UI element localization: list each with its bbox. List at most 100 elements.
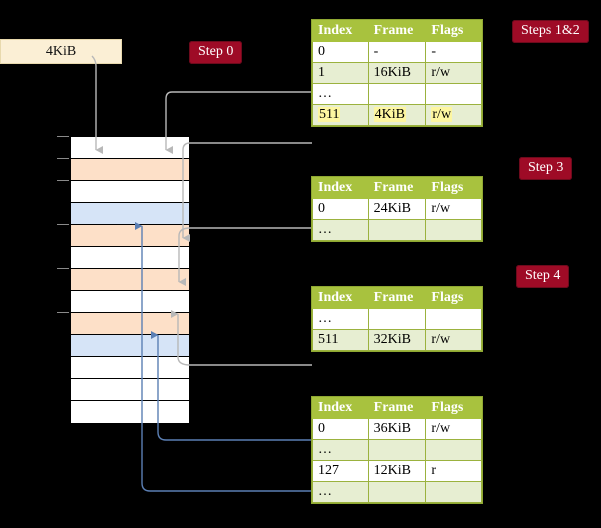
cell-frame: - bbox=[367, 41, 427, 63]
memory-frame-row bbox=[71, 203, 189, 225]
column-header-flags: Flags bbox=[425, 397, 482, 419]
column-header-frame: Frame bbox=[367, 287, 427, 309]
badge-step-3: Step 3 bbox=[519, 157, 573, 180]
memory-frame-row bbox=[71, 357, 189, 379]
column-header-frame: Frame bbox=[367, 177, 427, 199]
link-table1-row0-to-memory bbox=[178, 227, 312, 286]
cell-frame bbox=[367, 439, 427, 461]
table-header-row: Index Frame Flags bbox=[312, 20, 482, 42]
column-header-index: Index bbox=[312, 287, 369, 309]
table-header-row: Index Frame Flags bbox=[312, 397, 482, 419]
cell-flags: r/w bbox=[425, 418, 482, 440]
table-row: … bbox=[312, 481, 482, 503]
physical-memory-column bbox=[70, 136, 190, 424]
cell-index: 511 bbox=[312, 329, 369, 351]
memory-frame-row bbox=[71, 401, 189, 423]
column-header-index: Index bbox=[312, 397, 369, 419]
column-header-flags: Flags bbox=[425, 177, 482, 199]
cell-frame bbox=[367, 219, 427, 241]
mem-tick bbox=[57, 268, 69, 269]
cell-flags: r/w bbox=[425, 62, 482, 84]
cell-flags: r/w bbox=[425, 329, 482, 351]
cell-flags bbox=[425, 481, 482, 503]
cell-highlight: r/w bbox=[431, 107, 453, 122]
memory-frame-row bbox=[71, 159, 189, 181]
cell-frame: 24KiB bbox=[367, 198, 427, 220]
cell-index: 127 bbox=[312, 460, 369, 482]
memory-frame-row bbox=[71, 269, 189, 291]
cell-flags: r/w bbox=[425, 104, 482, 126]
cell-index: 0 bbox=[312, 41, 369, 63]
cell-flags bbox=[425, 83, 482, 105]
cell-frame bbox=[367, 308, 427, 330]
cell-frame bbox=[367, 83, 427, 105]
memory-frame-row bbox=[71, 225, 189, 247]
cell-index: … bbox=[312, 219, 369, 241]
cell-frame: 32KiB bbox=[367, 329, 427, 351]
column-header-flags: Flags bbox=[425, 20, 482, 42]
cell-index: … bbox=[312, 481, 369, 503]
column-header-index: Index bbox=[312, 177, 369, 199]
table-header-row: Index Frame Flags bbox=[312, 287, 482, 309]
link-table0-row511-to-memory bbox=[182, 142, 312, 242]
badge-steps-1-2: Steps 1&2 bbox=[512, 20, 589, 43]
table-header-row: Index Frame Flags bbox=[312, 177, 482, 199]
memory-frame-row bbox=[71, 181, 189, 203]
source-frame-label: 4KiB bbox=[45, 43, 77, 59]
cell-flags bbox=[425, 219, 482, 241]
cell-index: 511 bbox=[312, 104, 369, 126]
column-header-frame: Frame bbox=[367, 397, 427, 419]
mem-tick bbox=[57, 224, 69, 225]
memory-frame-row bbox=[71, 247, 189, 269]
cell-index: … bbox=[312, 83, 369, 105]
badge-step-0: Step 0 bbox=[189, 41, 243, 64]
link-memory-to-table2-row511 bbox=[171, 310, 312, 366]
mem-tick bbox=[57, 180, 69, 181]
cell-frame: 12KiB bbox=[367, 460, 427, 482]
memory-frame-row bbox=[71, 313, 189, 335]
cell-flags: r bbox=[425, 460, 482, 482]
table-row: 0-- bbox=[312, 41, 482, 63]
source-frame-box: 4KiB bbox=[0, 39, 122, 64]
memory-frame-row bbox=[71, 335, 189, 357]
memory-frame-row bbox=[71, 379, 189, 401]
cell-frame bbox=[367, 481, 427, 503]
cell-frame: 16KiB bbox=[367, 62, 427, 84]
mem-tick bbox=[57, 158, 69, 159]
memory-frame-row bbox=[71, 291, 189, 313]
mem-tick bbox=[57, 136, 69, 137]
column-header-flags: Flags bbox=[425, 287, 482, 309]
cell-highlight: 511 bbox=[318, 107, 341, 122]
cell-index: … bbox=[312, 439, 369, 461]
cell-flags: - bbox=[425, 41, 482, 63]
cell-index: 1 bbox=[312, 62, 369, 84]
table-row: … bbox=[312, 219, 482, 241]
table-row: … bbox=[312, 308, 482, 330]
cell-frame: 4KiB bbox=[367, 104, 427, 126]
cell-flags bbox=[425, 308, 482, 330]
mem-tick bbox=[57, 312, 69, 313]
cell-index: … bbox=[312, 308, 369, 330]
memory-frame-row bbox=[71, 137, 189, 159]
badge-step-4: Step 4 bbox=[516, 265, 570, 288]
cell-index: 0 bbox=[312, 418, 369, 440]
column-header-index: Index bbox=[312, 20, 369, 42]
cell-index: 0 bbox=[312, 198, 369, 220]
table-row: … bbox=[312, 83, 482, 105]
cell-highlight: 4KiB bbox=[373, 107, 406, 122]
table-row: 511 4KiB r/w bbox=[312, 104, 482, 126]
cell-flags bbox=[425, 439, 482, 461]
column-header-frame: Frame bbox=[367, 20, 427, 42]
